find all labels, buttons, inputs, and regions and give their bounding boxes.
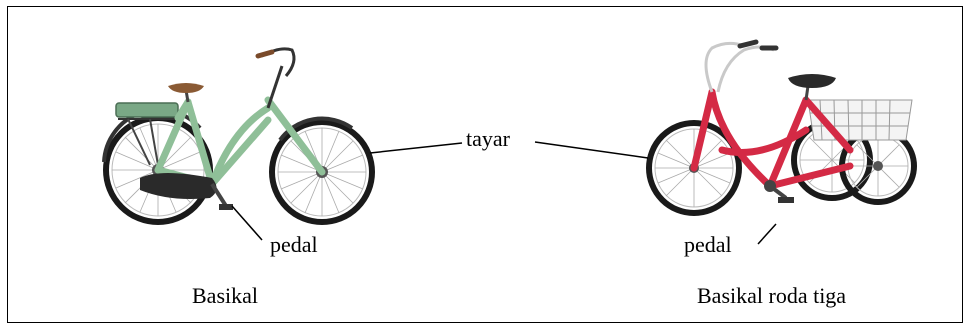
bicycle-pedal bbox=[210, 182, 233, 210]
tricycle-frame bbox=[690, 88, 854, 190]
bicycle-seat bbox=[168, 83, 204, 103]
diagram-frame bbox=[7, 6, 963, 323]
bicycle-handlebar bbox=[255, 47, 296, 109]
bicycle-image bbox=[102, 47, 375, 225]
tricycle-seat bbox=[788, 74, 836, 101]
bicycle-chain-guard bbox=[140, 173, 217, 199]
tricycle-handlebar bbox=[704, 39, 779, 93]
caption-tricycle: Basikal roda tiga bbox=[697, 283, 847, 308]
leader-lines bbox=[231, 141, 777, 245]
pedal-label-bicycle: pedal bbox=[270, 232, 318, 257]
bicycle-frame bbox=[154, 96, 326, 188]
pedal-leader-right bbox=[757, 223, 777, 245]
tricycle-image bbox=[646, 39, 917, 216]
tricycle-pedal bbox=[764, 180, 794, 203]
bicycle-rack bbox=[115, 102, 179, 166]
tyre-leader-left bbox=[369, 142, 463, 154]
pedal-leader-left bbox=[231, 205, 263, 241]
tyre-label: tayar bbox=[466, 126, 510, 151]
tyre-leader-right bbox=[534, 141, 649, 159]
caption-bicycle: Basikal bbox=[192, 283, 258, 308]
pedal-label-tricycle: pedal bbox=[684, 232, 732, 257]
